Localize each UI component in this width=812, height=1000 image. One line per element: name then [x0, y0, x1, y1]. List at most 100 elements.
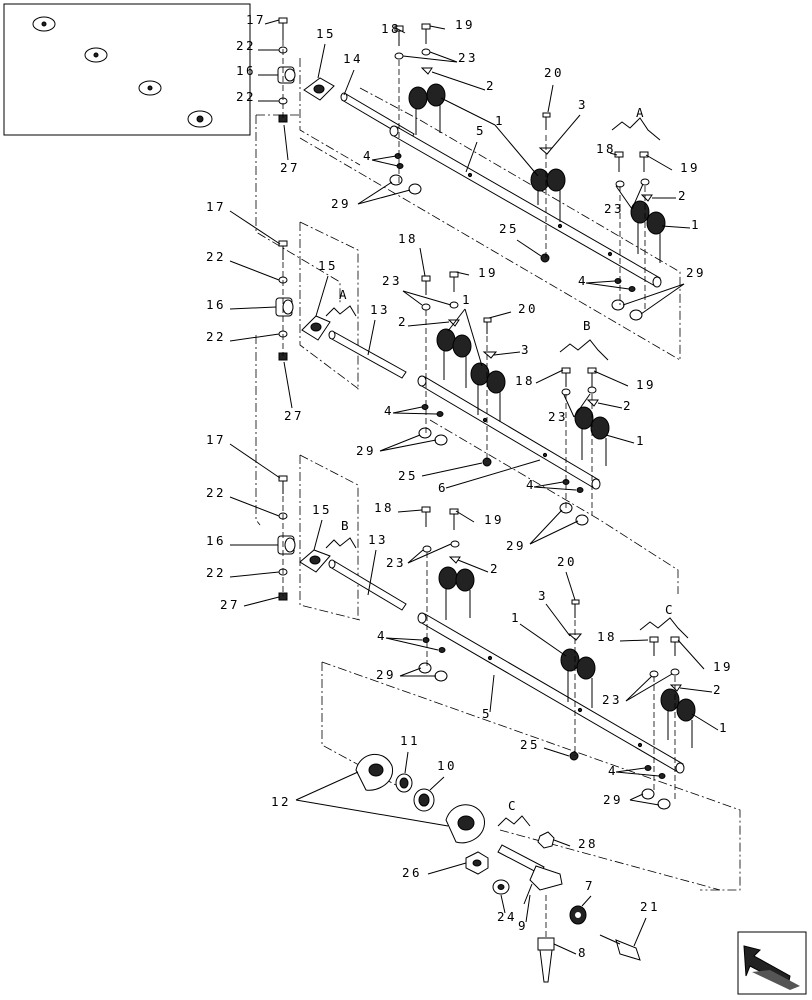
pin-8 [537, 937, 555, 983]
callout-c2-A: A [339, 287, 349, 302]
callout-c3-C: C [665, 602, 675, 617]
callout-c3-19: 19 [484, 512, 504, 527]
callout-d-12: 12 [271, 794, 291, 809]
bearing-flange-15c [299, 549, 331, 573]
callout-c3-1b: 1 [719, 720, 729, 735]
callout-c1-A: A [636, 105, 646, 120]
callout-c3-15: 15 [312, 502, 332, 517]
callout-c2-20: 20 [518, 301, 538, 316]
callout-c3-3: 3 [538, 588, 548, 603]
callout-d-11: 11 [400, 733, 420, 748]
callout-c2-25: 25 [398, 468, 418, 483]
callout-c1-18: 18 [381, 21, 401, 36]
callout-c1-2b: 2 [678, 188, 688, 203]
callout-d-10: 10 [437, 758, 457, 773]
shaft-5b [417, 612, 685, 774]
tine-coil-1e [470, 362, 506, 422]
bushing-11 [395, 773, 413, 793]
callout-d-26: 26 [402, 865, 422, 880]
callout-c2-29: 29 [356, 443, 376, 458]
callout-c2-18: 18 [398, 231, 418, 246]
washer-24 [492, 879, 510, 895]
callout-c3-B: B [341, 518, 351, 533]
callout-c2-1b: 1 [636, 433, 646, 448]
callout-c2-23: 23 [382, 273, 402, 288]
callout-c3-23: 23 [386, 555, 406, 570]
shaft-13-upper [328, 330, 407, 379]
callout-c3-5: 5 [482, 706, 492, 721]
callout-c2-22b: 22 [206, 329, 226, 344]
callout-c2-22a: 22 [206, 249, 226, 264]
shaft-13-lower [328, 559, 407, 611]
bearing-16 [277, 66, 296, 84]
callout-d-9: 9 [518, 918, 528, 933]
callout-c2-19: 19 [478, 265, 498, 280]
assembly-section-1 [277, 17, 666, 321]
tine-coil-1f [574, 406, 610, 466]
callout-c3-29b: 29 [603, 792, 623, 807]
callout-c3-22b: 22 [206, 565, 226, 580]
callout-c3-17: 17 [206, 432, 226, 447]
bushing-7 [569, 905, 587, 925]
callout-c3-27: 27 [220, 597, 240, 612]
bearing-flange-15b [301, 315, 331, 341]
callout-c2-16: 16 [206, 297, 226, 312]
callout-c2-29b: 29 [506, 538, 526, 553]
bolt-21 [599, 934, 641, 961]
callout-c1-23b: 23 [604, 201, 624, 216]
callout-c1-15: 15 [316, 26, 336, 41]
callout-c3-18: 18 [374, 500, 394, 515]
callout-c2-B: B [583, 318, 593, 333]
callout-c2-13: 13 [370, 302, 390, 317]
callout-d-24: 24 [497, 909, 517, 924]
callout-c2-27: 27 [284, 408, 304, 423]
callout-c3-13: 13 [368, 532, 388, 547]
drive-assembly [355, 754, 641, 983]
callout-c1-2: 2 [486, 78, 496, 93]
callout-c1-3: 3 [578, 97, 588, 112]
callout-c1-23: 23 [458, 50, 478, 65]
callout-c1-29: 29 [331, 196, 351, 211]
navigation-arrow-icon[interactable] [737, 931, 807, 995]
callout-c2-19b: 19 [636, 377, 656, 392]
callout-c2-17: 17 [206, 199, 226, 214]
callout-c1-19: 19 [455, 17, 475, 32]
callout-c3-1: 1 [511, 610, 521, 625]
callout-c2-15: 15 [318, 258, 338, 273]
shaft-5 [389, 125, 662, 288]
callout-c1-27: 27 [280, 160, 300, 175]
shaft-6 [417, 375, 601, 490]
callout-c1-19b: 19 [680, 160, 700, 175]
callout-c2-2b: 2 [623, 398, 633, 413]
callout-c2-18b: 18 [515, 373, 535, 388]
bearing-flange-15 [303, 77, 335, 101]
callout-c3-4b: 4 [608, 763, 618, 778]
callout-c1-22a: 22 [236, 38, 256, 53]
callout-c2-2: 2 [398, 314, 408, 329]
callout-c3-20: 20 [557, 554, 577, 569]
hardware-section-3 [278, 475, 682, 810]
bearing-10 [413, 788, 435, 812]
callout-d-7: 7 [585, 878, 595, 893]
callout-c3-4: 4 [377, 628, 387, 643]
crank-9 [497, 844, 563, 905]
callout-c1-1b: 1 [691, 217, 701, 232]
callout-c2-4: 4 [384, 403, 394, 418]
tine-coil-1a [408, 83, 446, 135]
callout-c1-4b: 4 [578, 273, 588, 288]
callout-c2-1: 1 [462, 292, 472, 307]
callout-c1-25: 25 [499, 221, 519, 236]
nut-26 [465, 851, 489, 875]
callout-d-8: 8 [578, 945, 588, 960]
callout-d-28: 28 [578, 836, 598, 851]
callout-c1-4: 4 [363, 148, 373, 163]
callout-c3-2: 2 [490, 561, 500, 576]
tine-coil-1i [660, 688, 696, 748]
callout-c3-18b: 18 [597, 629, 617, 644]
callout-c1-14: 14 [343, 51, 363, 66]
callout-c3-25: 25 [520, 737, 540, 752]
flange-12a [355, 754, 394, 791]
callout-c1-29b: 29 [686, 265, 706, 280]
callout-c3-29: 29 [376, 667, 396, 682]
